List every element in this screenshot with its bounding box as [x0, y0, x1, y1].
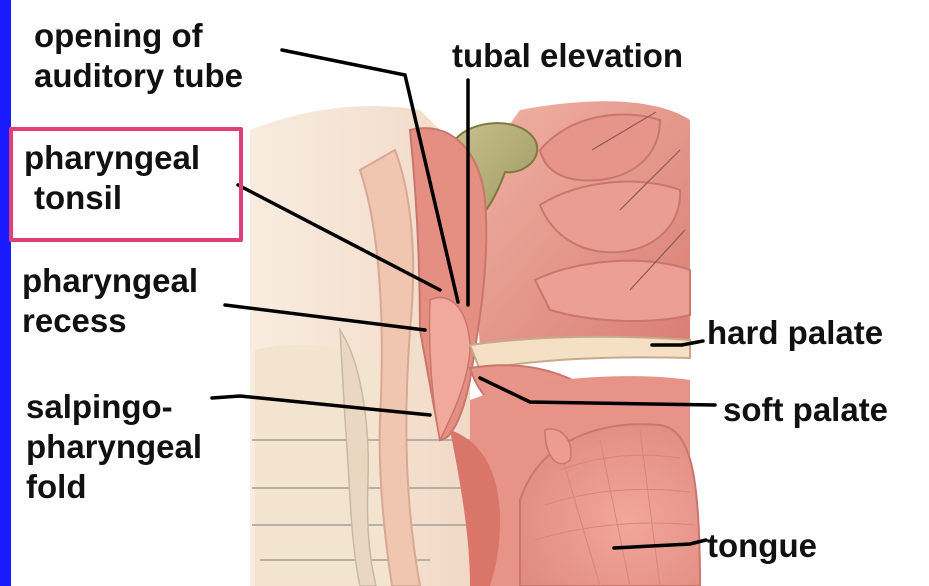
- label-opening-line2: auditory tube: [34, 56, 243, 96]
- label-salpingopharyngeal-fold: salpingo- pharyngeal fold: [26, 387, 202, 507]
- label-tongue-line1: tongue: [707, 526, 817, 566]
- label-soft-palate: soft palate: [723, 390, 888, 430]
- label-hard-palate: hard palate: [707, 313, 883, 353]
- label-pharyngeal-recess: pharyngeal recess: [22, 261, 198, 341]
- label-salpingo-line3: fold: [26, 467, 202, 507]
- label-tongue: tongue: [707, 526, 817, 566]
- label-tonsil-line2: tonsil: [24, 178, 200, 218]
- label-opening-line1: opening of: [34, 16, 243, 56]
- label-opening-of-auditory-tube: opening of auditory tube: [34, 16, 243, 96]
- label-recess-line1: pharyngeal: [22, 261, 198, 301]
- label-hard-line1: hard palate: [707, 313, 883, 353]
- label-pharyngeal-tonsil: pharyngeal tonsil: [24, 138, 200, 218]
- label-tubal-elevation: tubal elevation: [452, 36, 683, 76]
- label-recess-line2: recess: [22, 301, 198, 341]
- label-salpingo-line1: salpingo-: [26, 387, 202, 427]
- label-tonsil-line1: pharyngeal: [24, 138, 200, 178]
- vertebral-column: [255, 345, 400, 586]
- label-tubal-line1: tubal elevation: [452, 36, 683, 76]
- label-soft-line1: soft palate: [723, 390, 888, 430]
- label-salpingo-line2: pharyngeal: [26, 427, 202, 467]
